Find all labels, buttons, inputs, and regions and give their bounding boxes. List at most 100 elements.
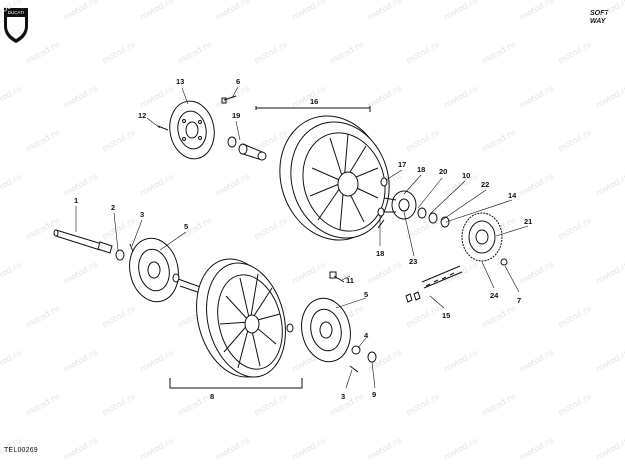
watermark-text: motod.ru	[253, 40, 289, 66]
watermark-text: motod.ru	[0, 172, 23, 198]
watermark-text: motod.ru	[215, 436, 251, 462]
callout-14: 14	[508, 191, 517, 200]
watermark-text: motod.ru	[481, 40, 517, 66]
callout-2: 2	[111, 203, 115, 212]
watermark-text: motod.ru	[101, 216, 137, 242]
callout-3a: 3	[140, 210, 144, 219]
watermark-text: motod.ru	[557, 128, 593, 154]
watermark-text: motod.ru	[139, 172, 175, 198]
watermark-text: motod.ru	[139, 84, 175, 110]
softway-logo: SOFT WAY	[590, 10, 622, 34]
watermark-text: motod.ru	[519, 348, 555, 374]
callout-21: 21	[524, 217, 532, 226]
rear-wheel	[279, 115, 390, 241]
watermark-text: motod.ru	[291, 436, 327, 462]
watermark-text: motod.ru	[443, 84, 479, 110]
watermark-text: motod.ru	[405, 128, 441, 154]
watermark-text: motod.ru	[63, 348, 99, 374]
watermark-text: motod.ru	[367, 84, 403, 110]
watermark-text: motod.ru	[291, 84, 327, 110]
ducati-shield-icon: DUCATI	[4, 8, 28, 43]
callout-13: 13	[176, 77, 184, 86]
watermark-text: motod.ru	[519, 0, 555, 22]
leader-lines	[75, 86, 529, 389]
callout-16: 16	[310, 97, 318, 106]
watermark-text: motod.ru	[139, 348, 175, 374]
watermark-text: motod.ru	[0, 348, 23, 374]
watermark-text: motod.ru	[595, 172, 625, 198]
watermark-text: motod.ru	[253, 392, 289, 418]
watermark-text: motod.ru	[443, 348, 479, 374]
callout-9: 9	[372, 390, 376, 399]
softway-logo-bottom: WAY	[590, 18, 606, 25]
watermark-text: motod.ru	[367, 436, 403, 462]
callout-18a: 18	[417, 165, 425, 174]
watermark-text: motod.ru	[595, 0, 625, 22]
watermark-text: motod.ru	[595, 348, 625, 374]
callout-5b: 5	[364, 290, 368, 299]
callout-24: 24	[490, 291, 499, 300]
watermark-text: motod.ru	[0, 260, 23, 286]
watermark-text: motod.ru	[481, 128, 517, 154]
watermark-text: motod.ru	[63, 172, 99, 198]
callout-5a: 5	[184, 222, 188, 231]
callout-18b: 18	[376, 249, 384, 258]
watermark-text: motod.ru	[101, 304, 137, 330]
callout-3b: 3	[341, 392, 345, 401]
watermark-text: motod.ru	[329, 392, 365, 418]
watermark-text: motod.ru	[443, 172, 479, 198]
watermark-text: motod.ru	[405, 40, 441, 66]
callout-1: 1	[74, 196, 78, 205]
watermark-text: motod.ru	[291, 260, 327, 286]
callout-6: 6	[236, 77, 240, 86]
watermark-text: motod.ru	[405, 392, 441, 418]
watermark-text: motod.ru	[557, 40, 593, 66]
watermark-text: motod.ru	[557, 216, 593, 242]
watermark-text: motod.ru	[63, 436, 99, 462]
document-code: TEL00269	[4, 447, 38, 454]
rear-brake-disc	[169, 100, 215, 160]
watermark-text: motod.ru	[519, 260, 555, 286]
drive-chain	[405, 265, 463, 303]
callout-22: 22	[481, 180, 489, 189]
callout-11: 11	[346, 276, 354, 285]
watermark-text: motod.ru	[291, 0, 327, 22]
watermark-text: motod.ru	[443, 0, 479, 22]
callout-19: 19	[232, 111, 240, 120]
watermark-text: motod.ru	[25, 304, 61, 330]
watermark-text: motod.ru	[25, 216, 61, 242]
watermark-text: motod.ru	[215, 172, 251, 198]
watermark-text: motod.ru	[63, 260, 99, 286]
watermark-text: motod.ru	[0, 84, 23, 110]
callout-labels: 1 2 3 3 4 5 5 6 7 8 9 10 11 12 13 14 15 …	[74, 77, 532, 401]
front-brake-disc-left	[129, 237, 179, 303]
watermark-text: motod.ru	[101, 40, 137, 66]
callout-4: 4	[364, 331, 369, 340]
watermark-text: motod.ru	[139, 0, 175, 22]
watermark-text: motod.ru	[25, 128, 61, 154]
watermark-text: motod.ru	[25, 40, 61, 66]
callout-12: 12	[138, 111, 146, 120]
watermark-text: motod.ru	[443, 436, 479, 462]
front-axle	[53, 229, 113, 254]
callout-7: 7	[517, 296, 521, 305]
watermark-text: motod.ru	[101, 392, 137, 418]
watermark-text: motod.ru	[253, 216, 289, 242]
callout-15: 15	[442, 311, 450, 320]
watermark-text: motod.ru	[367, 0, 403, 22]
watermark-text: motod.ru	[63, 0, 99, 22]
watermark-text: motod.ru	[481, 392, 517, 418]
watermark-text: motod.ru	[329, 40, 365, 66]
watermark-text: motod.ru	[139, 436, 175, 462]
callout-8: 8	[210, 392, 214, 401]
callout-23: 23	[409, 257, 417, 266]
callout-17: 17	[398, 160, 406, 169]
watermark-text: motod.ru	[481, 304, 517, 330]
watermark-text: motod.ru	[519, 436, 555, 462]
watermark-text: motod.ru	[367, 260, 403, 286]
front-brake-disc-right	[301, 297, 351, 363]
watermark-text: motod.ru	[557, 304, 593, 330]
sprocket-carrier	[383, 190, 417, 220]
watermark-text: motod.ru	[519, 172, 555, 198]
